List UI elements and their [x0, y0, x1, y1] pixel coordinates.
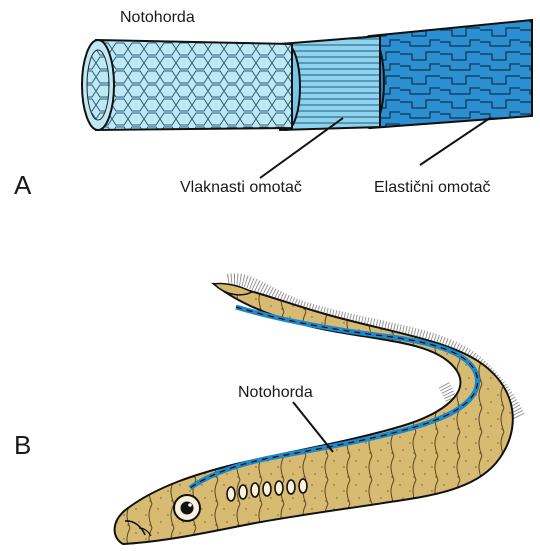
panel-b-letter: B	[14, 432, 31, 458]
panel-a-notochord-label: Notohorda	[120, 10, 195, 26]
panel-a-letter: A	[14, 172, 31, 198]
elastic-leader-line	[420, 118, 490, 165]
lamprey-illustration	[115, 279, 520, 544]
lamprey-notochord-leader-line	[293, 402, 333, 452]
notochord-core	[82, 40, 292, 130]
notochord-cylinder	[82, 20, 532, 178]
elastic-sheath-label: Elastični omotač	[374, 180, 491, 196]
panel-b-notochord-label: Notohorda	[238, 385, 313, 401]
eye	[174, 495, 200, 521]
fibrous-sheath-label: Vlaknasti omotač	[180, 180, 302, 196]
elastic-sheath	[356, 20, 532, 128]
